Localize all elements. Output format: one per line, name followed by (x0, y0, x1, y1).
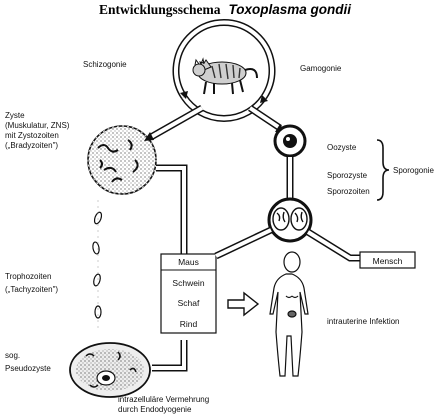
label-sporozyste: Sporozyste (327, 171, 368, 180)
stage-schizogonie: Schizogonie (83, 60, 127, 69)
human-figure-icon (269, 251, 309, 377)
pseudocyst-icon (69, 342, 151, 398)
host-maus: Maus (178, 257, 199, 267)
cat-icon (192, 57, 258, 95)
host-schwein: Schwein (172, 278, 204, 288)
label-oozyste: Oozyste (327, 143, 357, 152)
cyst-icon (87, 125, 157, 195)
label-pseudozyste: Pseudozyste (5, 364, 51, 373)
label-zyste-content: mit Zystozoiten (5, 131, 59, 140)
sporocyst-icon (267, 197, 313, 243)
sporogonie-brace (376, 139, 390, 201)
human-host-box: Mensch (359, 251, 416, 269)
cat-cycle (172, 18, 276, 122)
label-sporozoiten: Sporozoiten (327, 187, 370, 196)
arrow-cyst-to-hosts (156, 164, 188, 258)
label-trophozoiten: Trophozoiten (5, 272, 51, 281)
host-mensch: Mensch (373, 256, 403, 266)
oocyst-icon (273, 124, 307, 158)
arrow-sporocyst-to-human (306, 229, 362, 262)
arrow-hosts-to-pseudocyst (152, 340, 188, 372)
trophozoite-icons (92, 200, 103, 330)
host-list: Maus Schwein Schaf Rind (160, 253, 217, 334)
label-bradyzoiten: („Bradyzoiten") (5, 141, 58, 150)
label-endodyogenie: durch Endodyogenie (118, 405, 192, 414)
arrow-cat-to-cyst (144, 104, 204, 141)
label-pseudozyste-prefix: sog. (5, 351, 20, 360)
diagram-title: Entwicklungsschema Toxoplasma gondii (99, 1, 351, 18)
host-schaf: Schaf (178, 298, 200, 308)
label-tachyzoiten: („Tachyzoiten") (5, 285, 58, 294)
label-sporogonie: Sporogonie (393, 166, 434, 175)
host-rind: Rind (180, 319, 198, 329)
stage-gamogonie: Gamogonie (300, 64, 342, 73)
label-intrauterine-infektion: intrauterine Infektion (327, 317, 400, 326)
arrow-sporocyst-to-hosts (214, 226, 273, 260)
label-zyste-location: (Muskulatur, ZNS) (5, 121, 70, 130)
arrow-right-icon (227, 291, 260, 317)
label-vermehrung: intrazelluläre Vermehrung (118, 395, 209, 404)
label-zyste: Zyste (5, 111, 25, 120)
